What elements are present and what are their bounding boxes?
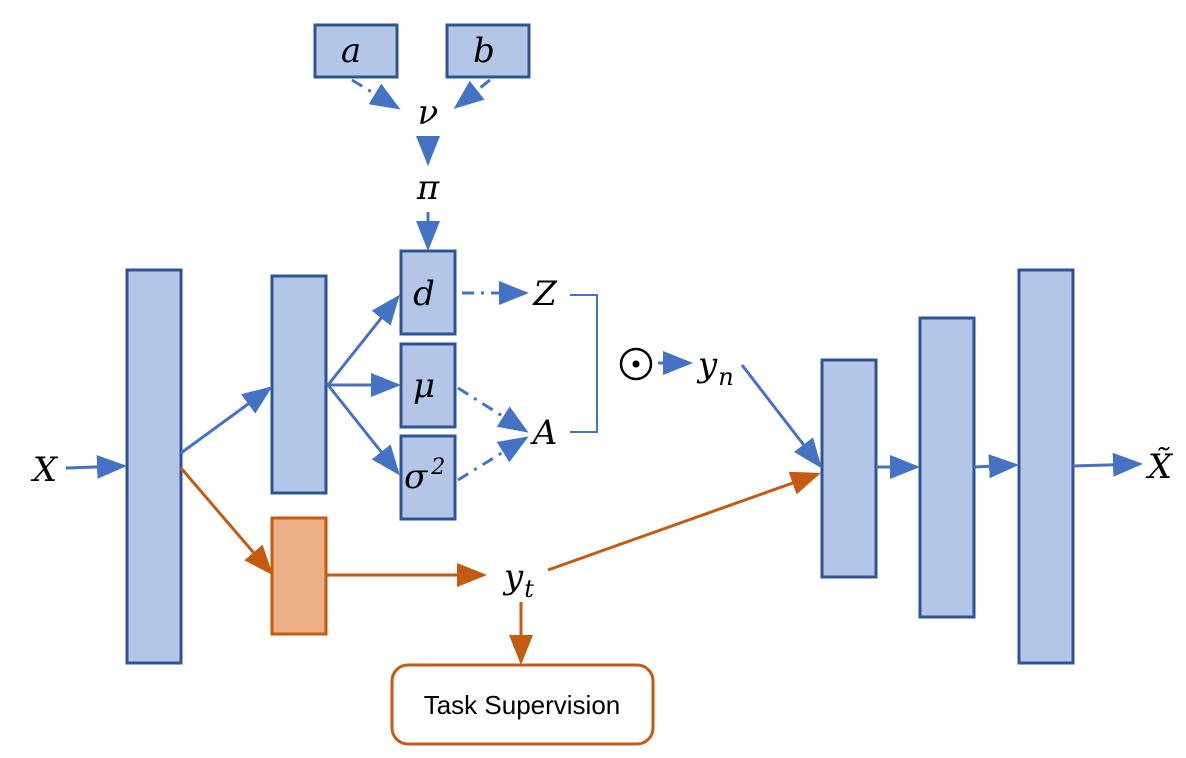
label-b: b <box>473 31 495 71</box>
sigma-block <box>399 434 457 521</box>
label-pi: π <box>416 168 440 208</box>
task-supervision-label: Task Supervision <box>424 690 621 720</box>
prior-a-block <box>313 23 399 79</box>
label-nu: ν <box>418 93 439 133</box>
label-yn: yn <box>696 345 734 391</box>
label-yt-sub: t <box>524 575 534 603</box>
label-x: X <box>30 450 59 490</box>
label-a-matrix: A <box>530 413 558 453</box>
label-d: d <box>413 274 435 314</box>
arrow-enc1-task <box>179 467 273 576</box>
arrow-yn-dec1 <box>740 364 822 469</box>
label-yt-base: y <box>502 557 524 597</box>
arrow-mu-a <box>457 386 529 433</box>
task-block <box>270 516 328 636</box>
d-block <box>399 249 457 336</box>
arrow-enc2-d <box>326 294 400 386</box>
encoder-block-1 <box>125 268 183 665</box>
label-sigma-exponent: 2 <box>430 455 445 480</box>
prior-b-block <box>445 23 531 79</box>
decoder-block-3 <box>1017 268 1075 665</box>
arrow-b-nu <box>453 78 491 109</box>
arrow-enc1-enc2 <box>180 386 273 455</box>
arrow-enc2-sigma <box>326 384 400 476</box>
decoder-block-2 <box>918 316 976 619</box>
arrow-dec3-output <box>1072 452 1143 477</box>
encoder-block-2 <box>270 274 328 495</box>
arrow-sigma-a <box>457 436 529 482</box>
mu-block <box>399 342 457 429</box>
label-yn-base: y <box>696 345 718 385</box>
label-a: a <box>341 31 361 71</box>
label-sigma: σ <box>404 457 428 497</box>
arrow-x-enc1 <box>65 454 127 479</box>
arrow-dec2-dec3 <box>973 454 1019 479</box>
arrow-yt-dec1 <box>547 471 821 572</box>
label-mu: μ <box>413 366 435 406</box>
hadamard-product-icon <box>619 347 653 381</box>
label-yn-sub: n <box>718 363 733 391</box>
label-z: Z <box>532 274 558 314</box>
task-supervision-box <box>390 663 655 746</box>
label-x-tilde: X̃ <box>1145 447 1174 487</box>
decoder-block-1 <box>820 358 878 579</box>
arrow-a-nu <box>351 78 401 110</box>
z-a-bracket <box>570 294 598 433</box>
label-yt: yt <box>502 557 534 603</box>
